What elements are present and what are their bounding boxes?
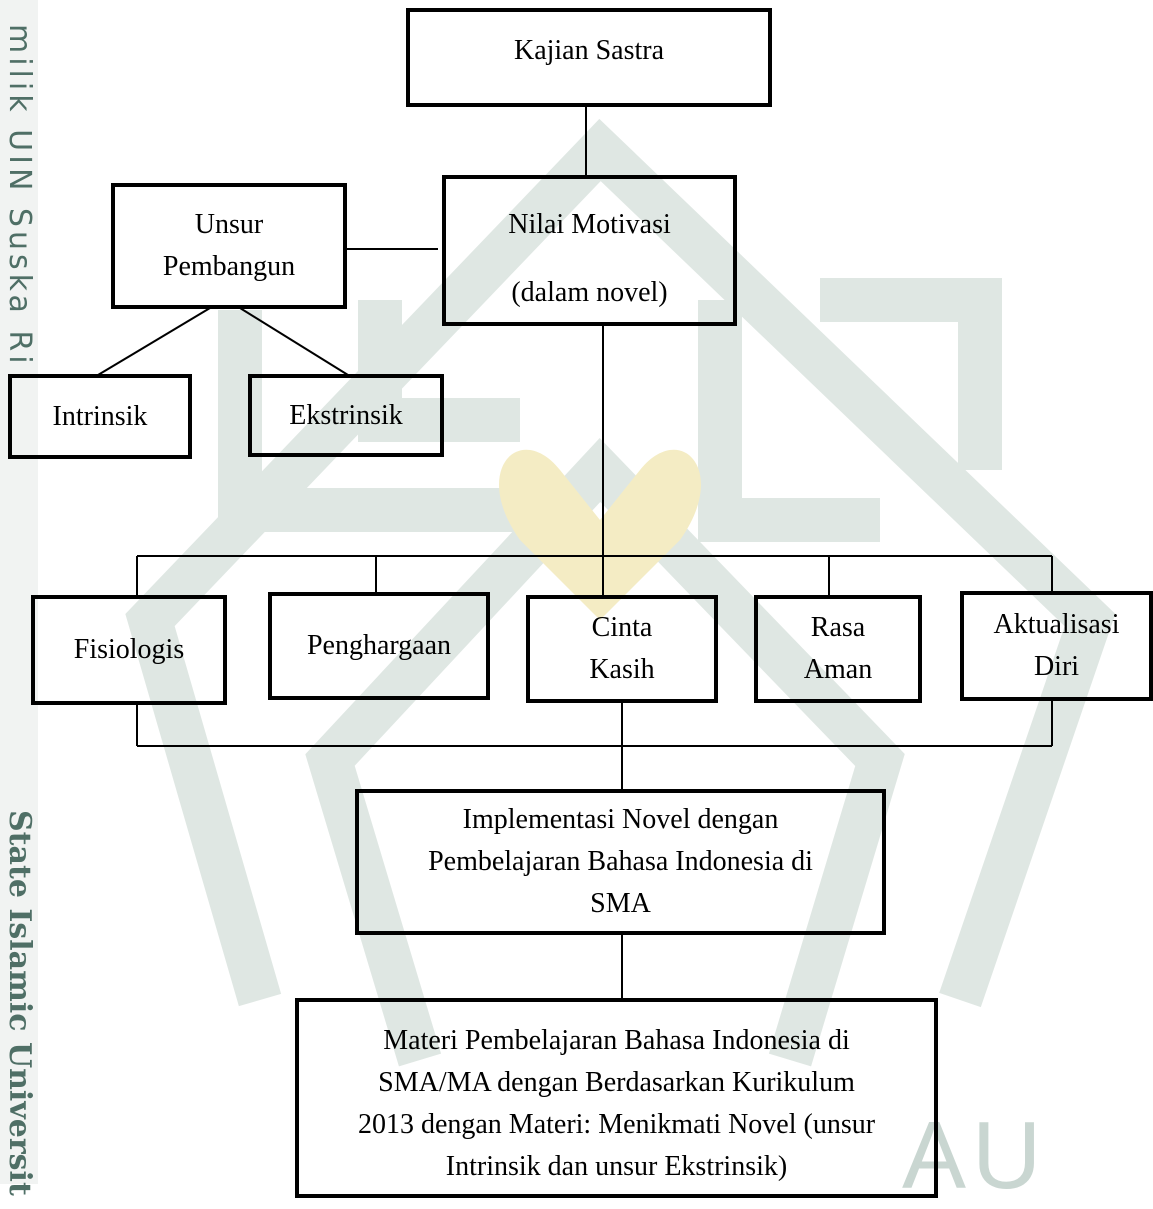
connector-unsur-intrinsik <box>97 307 211 376</box>
box-cinta-kasih-line1: Cinta <box>591 612 653 643</box>
box-intrinsik: Intrinsik <box>8 374 192 459</box>
box-aktualisasi-diri-line1: Aktualisasi <box>993 609 1120 640</box>
box-rasa-aman-line2: Aman <box>803 654 873 685</box>
connector-unsur-ekstrinsik <box>239 307 349 376</box>
box-nilai-motivasi-line1: Nilai Motivasi <box>508 209 671 240</box>
box-ekstrinsik-label: Ekstrinsik <box>289 399 403 431</box>
box-unsur-pembangun-line2: Pembangun <box>162 251 296 282</box>
box-unsur-pembangun-line1: Unsur <box>194 209 264 240</box>
box-cinta-kasih-line2: Kasih <box>589 654 655 685</box>
box-rasa-aman-line1: Rasa <box>810 612 866 643</box>
box-kajian-sastra-label: Kajian Sastra <box>513 35 665 66</box>
box-intrinsik-label: Intrinsik <box>52 400 148 432</box>
box-nilai-motivasi: Nilai Motivasi (dalam novel) <box>442 175 737 326</box>
box-materi: Materi Pembelajaran Bahasa Indonesia di … <box>295 998 938 1198</box>
box-implementasi-line3: SMA <box>590 888 651 919</box>
box-implementasi-line1: Implementasi Novel dengan <box>462 804 779 835</box>
box-fisiologis: Fisiologis <box>31 595 227 705</box>
box-ekstrinsik: Ekstrinsik <box>248 374 444 457</box>
box-fisiologis-label: Fisiologis <box>73 634 185 665</box>
box-rasa-aman: Rasa Aman <box>754 595 922 703</box>
box-materi-line2: SMA/MA dengan Berdasarkan Kurikulum <box>378 1067 855 1098</box>
box-penghargaan-label: Penghargaan <box>306 630 452 661</box>
box-aktualisasi-diri: Aktualisasi Diri <box>960 591 1153 701</box>
box-aktualisasi-diri-line2: Diri <box>1033 651 1080 682</box>
box-cinta-kasih: Cinta Kasih <box>526 595 718 703</box>
box-nilai-motivasi-line2: (dalam novel) <box>511 277 668 308</box>
watermark-sidebar <box>0 0 38 1184</box>
box-implementasi: Implementasi Novel dengan Pembelajaran B… <box>355 789 886 935</box>
box-materi-line3: 2013 dengan Materi: Menikmati Novel (uns… <box>357 1109 876 1140</box>
box-materi-line1: Materi Pembelajaran Bahasa Indonesia di <box>383 1025 850 1056</box>
connector-lines <box>97 106 1053 1000</box>
box-materi-line4: Intrinsik dan unsur Ekstrinsik) <box>445 1151 788 1182</box>
box-kajian-sastra: Kajian Sastra <box>406 8 772 107</box>
box-implementasi-line2: Pembelajaran Bahasa Indonesia di <box>428 846 813 877</box>
box-unsur-pembangun: Unsur Pembangun <box>111 183 347 309</box>
box-penghargaan: Penghargaan <box>268 592 490 700</box>
